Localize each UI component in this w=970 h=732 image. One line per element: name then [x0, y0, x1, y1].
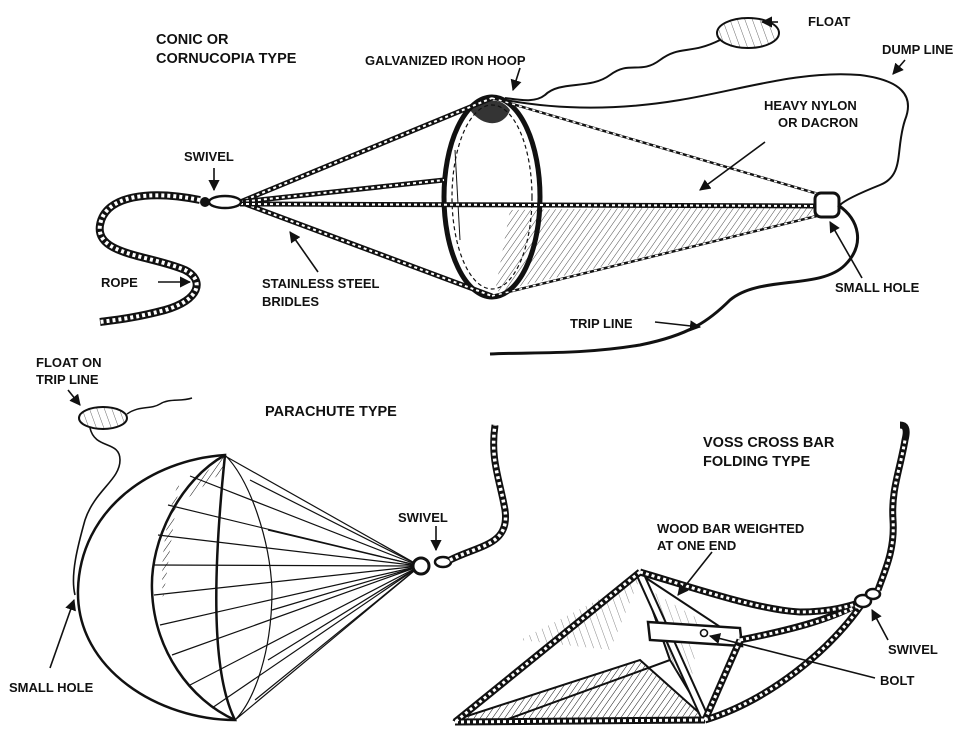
parachute-float: [79, 407, 127, 429]
parachute-float-label-line1: FLOAT ON: [36, 354, 101, 371]
rope-label: ROPE: [101, 274, 138, 291]
conic-swivel: [200, 196, 241, 208]
fabric-label-line1: HEAVY NYLON: [764, 97, 857, 114]
wood-bar-label-line1: WOOD BAR WEIGHTED: [657, 520, 804, 537]
wood-bar-label-line2: AT ONE END: [657, 537, 736, 554]
parachute-small-hole-label: SMALL HOLE: [9, 679, 93, 696]
trip-line-label: TRIP LINE: [570, 315, 633, 332]
dump-line-label: DUMP LINE: [882, 41, 953, 58]
voss-bolt: [701, 630, 708, 637]
conic-title-line2: CORNUCOPIA TYPE: [156, 50, 296, 69]
voss-swivel-label: SWIVEL: [888, 641, 938, 658]
parachute-canopy: [78, 455, 235, 720]
bolt-label: BOLT: [880, 672, 914, 689]
conic-title-line1: CONIC OR: [156, 31, 229, 50]
parachute-drogue: [50, 390, 506, 720]
voss-swivel: [855, 589, 880, 607]
parachute-rope: [450, 425, 506, 560]
voss-drogue: [455, 425, 906, 722]
conic-small-hole-label: SMALL HOLE: [835, 279, 919, 296]
hoop-label: GALVANIZED IRON HOOP: [365, 52, 526, 69]
bridles-label-line2: BRIDLES: [262, 293, 319, 310]
float-label: FLOAT: [808, 13, 850, 30]
conic-swivel-label: SWIVEL: [184, 148, 234, 165]
conic-float-line: [505, 40, 720, 100]
fabric-label-line2: OR DACRON: [778, 114, 858, 131]
conic-small-hole: [815, 193, 839, 217]
parachute-swivel: [413, 557, 451, 574]
parachute-title: PARACHUTE TYPE: [265, 403, 397, 422]
bridles-label-line1: STAINLESS STEEL: [262, 275, 380, 292]
parachute-float-label-line2: TRIP LINE: [36, 371, 99, 388]
voss-title-line2: FOLDING TYPE: [703, 453, 810, 472]
voss-title-line1: VOSS CROSS BAR: [703, 434, 834, 453]
parachute-swivel-label: SWIVEL: [398, 509, 448, 526]
conic-cone-shade: [495, 205, 825, 292]
